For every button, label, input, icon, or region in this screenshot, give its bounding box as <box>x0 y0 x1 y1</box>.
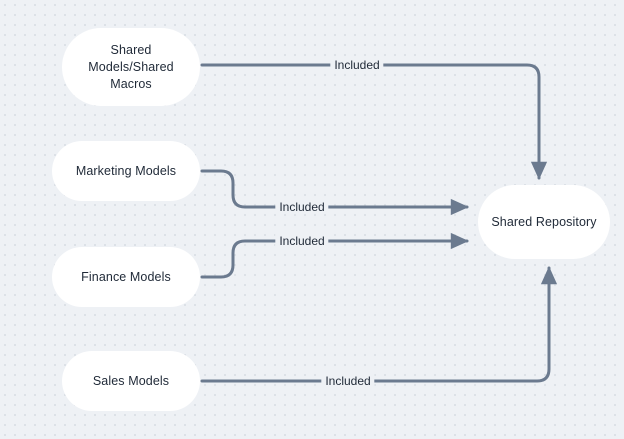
edge-label-finance-models: Included <box>275 234 329 248</box>
node-sales-models-label: Sales Models <box>92 373 170 388</box>
node-marketing-models[interactable]: Marketing Models <box>52 141 200 201</box>
node-finance-models[interactable]: Finance Models <box>52 247 200 307</box>
node-sales-models[interactable]: Sales Models <box>62 351 200 411</box>
edge-path-shared-models <box>200 63 548 180</box>
edge-path-marketing-models <box>200 169 469 216</box>
node-finance-models-label: Finance Models <box>81 269 171 284</box>
edge-label-shared-models: Included <box>330 58 384 72</box>
edge-label-sales-models: Included <box>321 374 375 388</box>
node-shared-models-label: Shared Models/Shared Macros <box>88 42 174 91</box>
node-shared-repository-label: Shared Repository <box>491 214 597 229</box>
node-marketing-models-label: Marketing Models <box>75 163 177 178</box>
node-shared-models[interactable]: Shared Models/Shared Macros <box>62 28 200 106</box>
edge-label-marketing-models: Included <box>275 200 329 214</box>
edge-path-sales-models <box>200 266 558 383</box>
edge-path-finance-models <box>200 232 469 279</box>
node-shared-repository[interactable]: Shared Repository <box>478 185 610 259</box>
